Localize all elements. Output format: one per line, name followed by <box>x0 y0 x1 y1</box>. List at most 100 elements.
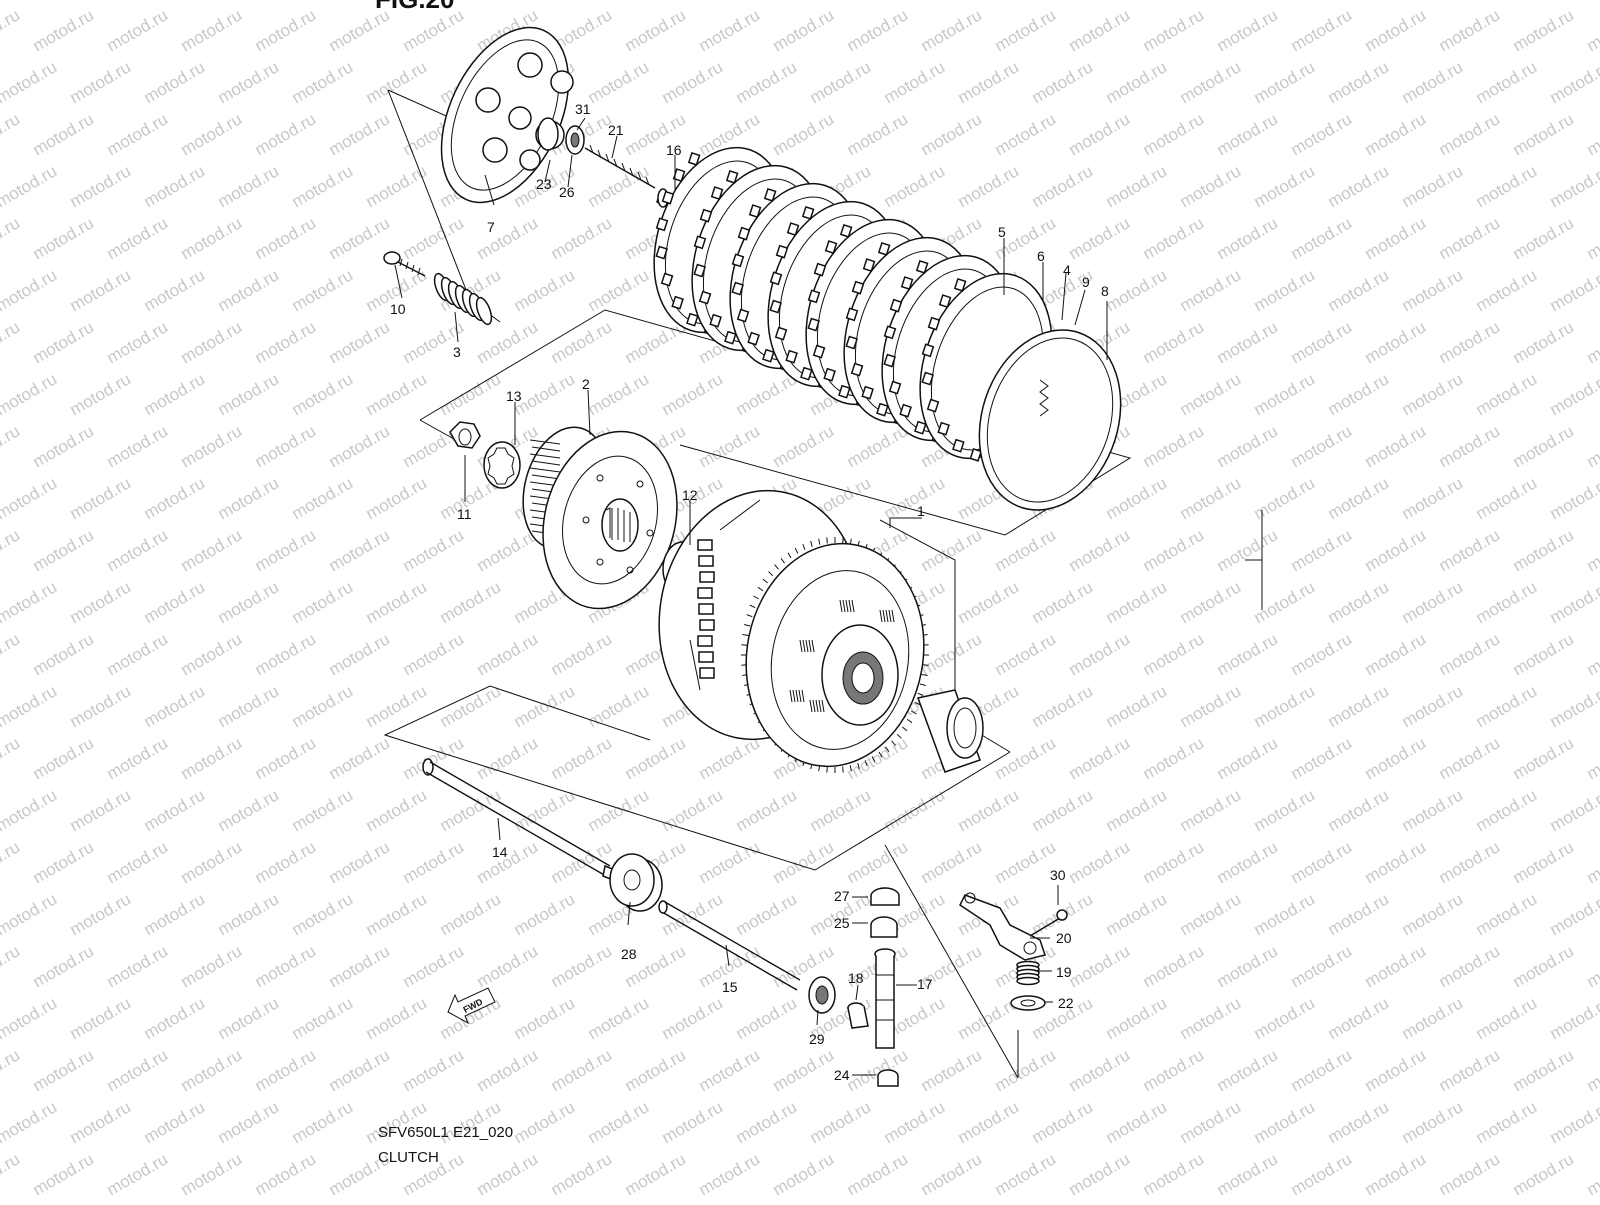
watermark-text: motod.ru <box>104 525 172 575</box>
watermark-text: motod.ru <box>215 577 283 627</box>
watermark-text: motod.ru <box>1325 473 1393 523</box>
watermark-text: motod.ru <box>1547 161 1600 211</box>
watermark-text: motod.ru <box>1436 629 1504 679</box>
spacer-bushing <box>918 690 983 772</box>
callout-9: 9 <box>1082 274 1090 290</box>
watermark-text: motod.ru <box>1584 941 1600 991</box>
watermark-text: motod.ru <box>881 161 949 211</box>
watermark-text: motod.ru <box>67 577 135 627</box>
watermark-text: motod.ru <box>1362 941 1430 991</box>
watermark-text: motod.ru <box>1510 733 1578 783</box>
callout-22: 22 <box>1058 995 1074 1011</box>
watermark-text: motod.ru <box>1177 369 1245 419</box>
watermark-text: motod.ru <box>30 1045 98 1095</box>
watermark-text: motod.ru <box>141 161 209 211</box>
watermark-text: motod.ru <box>770 109 838 159</box>
watermark-text: motod.ru <box>289 889 357 939</box>
watermark-text: motod.ru <box>1066 1149 1134 1199</box>
watermark-text: motod.ru <box>474 1149 542 1199</box>
figure-heading: FIG.20 <box>375 0 454 14</box>
watermark-text: motod.ru <box>1399 681 1467 731</box>
watermark-text: motod.ru <box>1288 733 1356 783</box>
watermark-text: motod.ru <box>1399 265 1467 315</box>
watermark-text: motod.ru <box>67 161 135 211</box>
watermark-text: motod.ru <box>1436 525 1504 575</box>
watermark-text: motod.ru <box>1325 889 1393 939</box>
watermark-text: motod.ru <box>326 109 394 159</box>
watermark-text: motod.ru <box>363 577 431 627</box>
watermark-text: motod.ru <box>178 629 246 679</box>
watermark-text: motod.ru <box>1584 421 1600 471</box>
watermark-text: motod.ru <box>437 889 505 939</box>
watermark-text: motod.ru <box>1177 785 1245 835</box>
watermark-text: motod.ru <box>1177 889 1245 939</box>
watermark-text: motod.ru <box>1436 213 1504 263</box>
watermark-text: motod.ru <box>1066 213 1134 263</box>
callout-17: 17 <box>917 976 933 992</box>
watermark-text: motod.ru <box>252 837 320 887</box>
gear-tooth <box>827 767 828 773</box>
watermark-text: motod.ru <box>1103 577 1171 627</box>
watermark-text: motod.ru <box>289 265 357 315</box>
watermark-text: motod.ru <box>30 421 98 471</box>
basket-slot <box>699 652 713 662</box>
watermark-text: motod.ru <box>104 941 172 991</box>
watermark-text: motod.ru <box>1362 1149 1430 1199</box>
watermark-text: motod.ru <box>1140 421 1208 471</box>
watermark-text: motod.ru <box>770 1149 838 1199</box>
watermark-text: motod.ru <box>1399 577 1467 627</box>
watermark-text: motod.ru <box>326 421 394 471</box>
watermark-text: motod.ru <box>363 161 431 211</box>
watermark-text: motod.ru <box>955 1097 1023 1147</box>
watermark-text: motod.ru <box>1251 785 1319 835</box>
watermark-text: motod.ru <box>696 1149 764 1199</box>
watermark-text: motod.ru <box>363 993 431 1043</box>
gear-tooth <box>923 665 929 666</box>
watermark-text: motod.ru <box>1140 837 1208 887</box>
watermark-text: motod.ru <box>1029 161 1097 211</box>
basket-slot <box>698 588 712 598</box>
watermark-text: motod.ru <box>30 213 98 263</box>
watermark-text: motod.ru <box>1584 1149 1600 1199</box>
watermark-text: motod.ru <box>141 889 209 939</box>
watermark-text: motod.ru <box>437 577 505 627</box>
watermark-text: motod.ru <box>770 421 838 471</box>
watermark-text: motod.ru <box>178 1149 246 1199</box>
watermark-text: motod.ru <box>400 1045 468 1095</box>
oil-seal <box>809 977 835 1013</box>
watermark-text: motod.ru <box>1251 473 1319 523</box>
watermark-text: motod.ru <box>1547 473 1600 523</box>
watermark-text: motod.ru <box>918 109 986 159</box>
watermark-text: motod.ru <box>1510 629 1578 679</box>
watermark-text: motod.ru <box>1547 889 1600 939</box>
watermark-text: motod.ru <box>1140 317 1208 367</box>
watermark-text: motod.ru <box>104 421 172 471</box>
watermark-text: motod.ru <box>178 733 246 783</box>
watermark-text: motod.ru <box>511 265 579 315</box>
watermark-text: motod.ru <box>1103 473 1171 523</box>
watermark-text: motod.ru <box>0 473 60 523</box>
watermark-text: motod.ru <box>548 1149 616 1199</box>
watermark-text: motod.ru <box>289 473 357 523</box>
callout-6: 6 <box>1037 248 1045 264</box>
watermark-text: motod.ru <box>1436 109 1504 159</box>
watermark-text: motod.ru <box>1584 733 1600 783</box>
watermark-text: motod.ru <box>548 317 616 367</box>
watermark-text: motod.ru <box>1140 213 1208 263</box>
watermark-text: motod.ru <box>0 317 23 367</box>
watermark-text: motod.ru <box>585 57 653 107</box>
callout-3: 3 <box>453 344 461 360</box>
watermark-text: motod.ru <box>955 0 1023 3</box>
watermark-text: motod.ru <box>1288 525 1356 575</box>
watermark-text: motod.ru <box>0 785 60 835</box>
watermark-text: motod.ru <box>1362 733 1430 783</box>
watermark-text: motod.ru <box>1510 317 1578 367</box>
callout-2: 2 <box>582 376 590 392</box>
watermark-text: motod.ru <box>1325 577 1393 627</box>
watermark-text: motod.ru <box>1547 369 1600 419</box>
watermark-text: motod.ru <box>1066 733 1134 783</box>
watermark-text: motod.ru <box>1436 941 1504 991</box>
watermark-text: motod.ru <box>1510 421 1578 471</box>
watermark-text: motod.ru <box>1214 317 1282 367</box>
watermark-text: motod.ru <box>1473 0 1541 3</box>
